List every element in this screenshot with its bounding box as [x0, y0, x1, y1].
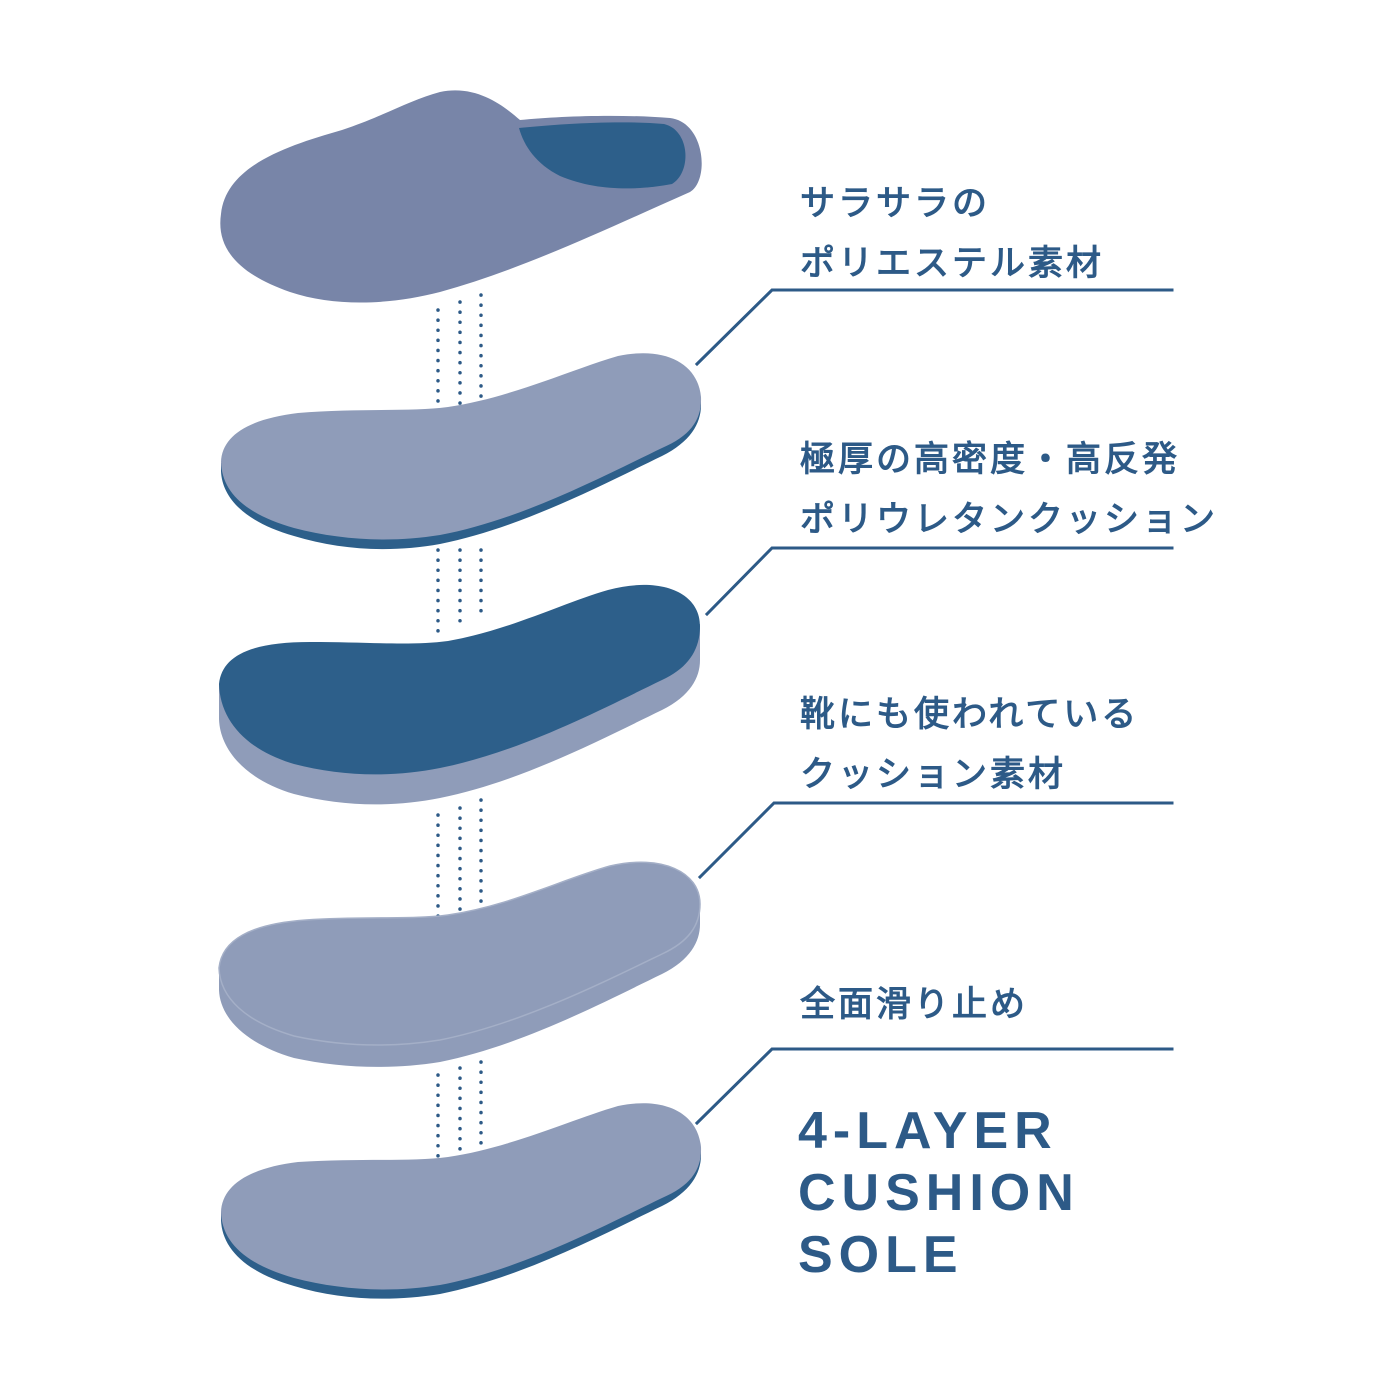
slipper-upper-body	[220, 90, 702, 303]
label-upper: サラサラの ポリエステル素材	[800, 174, 1104, 294]
headline-line-2: CUSHION	[798, 1164, 1080, 1222]
layer-thick-cushion-top	[219, 584, 700, 775]
layer-non-slip-sole	[221, 1103, 702, 1299]
leader-line-shoe-cushion	[697, 801, 1174, 880]
leader-line-non-slip	[694, 1047, 1174, 1126]
slipper-upper-opening	[519, 122, 686, 189]
leader-line-polyurethane	[704, 546, 1174, 617]
slipper-upper	[220, 90, 702, 303]
label-polyurethane: 極厚の高密度・高反発 ポリウレタンクッション	[800, 430, 1218, 550]
label-non-slip-line-1: 全面滑り止め	[800, 985, 1029, 1025]
layer-insole-top	[221, 353, 702, 540]
label-non-slip: 全面滑り止め	[800, 975, 1028, 1035]
layer-thick-cushion	[219, 584, 700, 805]
layer-non-slip-sole-top	[221, 1103, 702, 1290]
label-shoe-cushion-line-2: クッション素材	[800, 755, 1067, 795]
leader-line-upper	[694, 288, 1174, 367]
label-upper-line-1: サラサラの	[800, 184, 991, 224]
leader-lines	[694, 288, 1174, 1126]
label-polyurethane-line-1: 極厚の高密度・高反発	[800, 440, 1181, 480]
label-shoe-cushion-line-1: 靴にも使われている	[800, 695, 1140, 735]
headline-line-1: 4-LAYER	[798, 1102, 1058, 1160]
label-polyurethane-line-2: ポリウレタンクッション	[800, 500, 1219, 540]
layer-insole	[221, 353, 702, 550]
headline: 4-LAYER CUSHION SOLE	[798, 1100, 1080, 1286]
label-upper-line-2: ポリエステル素材	[800, 244, 1105, 284]
layer-shoe-cushion-top	[218, 861, 701, 1046]
layer-shoe-cushion	[218, 861, 701, 1067]
headline-line-3: SOLE	[798, 1226, 964, 1284]
label-shoe-cushion: 靴にも使われている クッション素材	[800, 685, 1139, 805]
